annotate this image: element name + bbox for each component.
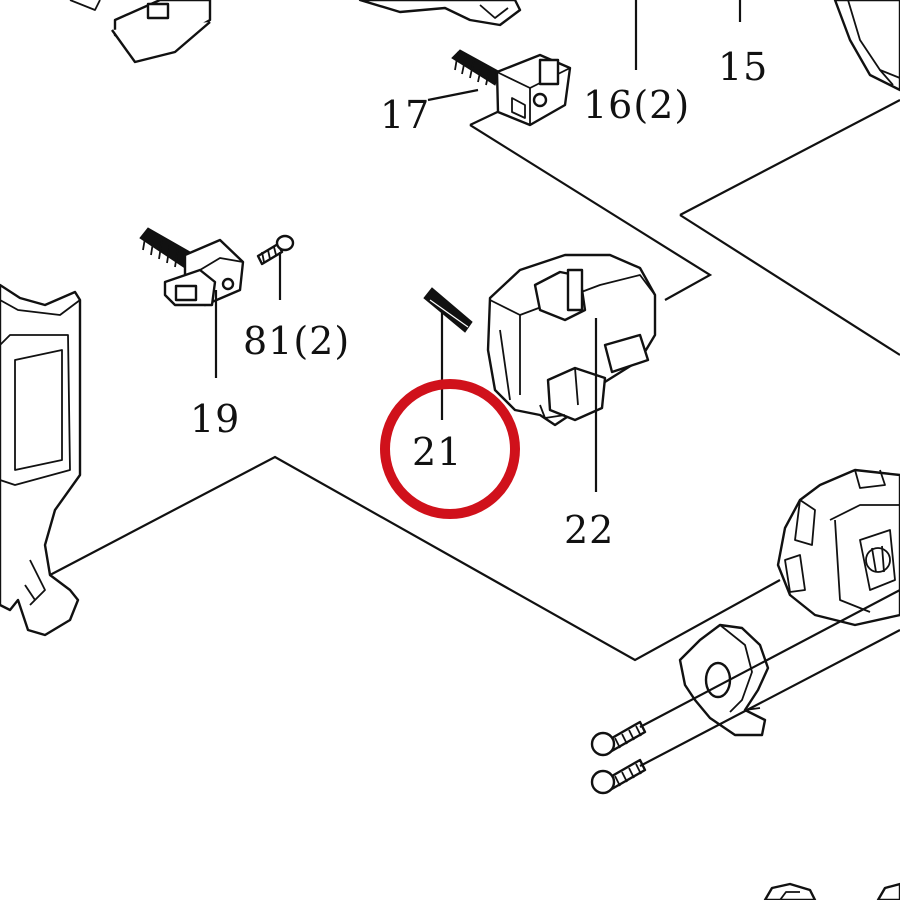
label-19: 19 bbox=[190, 397, 240, 441]
brush-spring-17 bbox=[451, 49, 501, 86]
left-handle-housing bbox=[0, 283, 82, 637]
part-19-brush-holder bbox=[139, 227, 245, 307]
label-16: 16(2) bbox=[583, 83, 690, 127]
leader-17 bbox=[427, 88, 479, 102]
part-17-brush-holder bbox=[451, 49, 572, 127]
label-15: 15 bbox=[718, 45, 768, 89]
top-center-part bbox=[358, 0, 522, 27]
label-21: 21 bbox=[412, 430, 462, 474]
top-switch-part bbox=[69, 0, 212, 64]
group-outline-lines bbox=[49, 79, 900, 662]
highlight-ring bbox=[380, 379, 520, 519]
part-22-switch-holder bbox=[486, 253, 657, 427]
label-17: 17 bbox=[380, 93, 430, 137]
part-21-pin bbox=[423, 287, 473, 333]
screw-lower bbox=[590, 758, 647, 795]
bottom-partial-parts bbox=[763, 882, 900, 900]
part-81-screw bbox=[256, 234, 295, 266]
part-15-housing bbox=[833, 0, 900, 92]
brush-spring-19 bbox=[139, 227, 191, 269]
screw-leader-upper bbox=[639, 589, 900, 728]
gear-housing bbox=[776, 468, 900, 627]
clamp-ring bbox=[678, 623, 770, 737]
screw-leader-lower bbox=[639, 629, 900, 767]
label-22: 22 bbox=[564, 508, 614, 552]
screw-upper bbox=[590, 720, 647, 757]
label-81: 81(2) bbox=[243, 319, 350, 363]
